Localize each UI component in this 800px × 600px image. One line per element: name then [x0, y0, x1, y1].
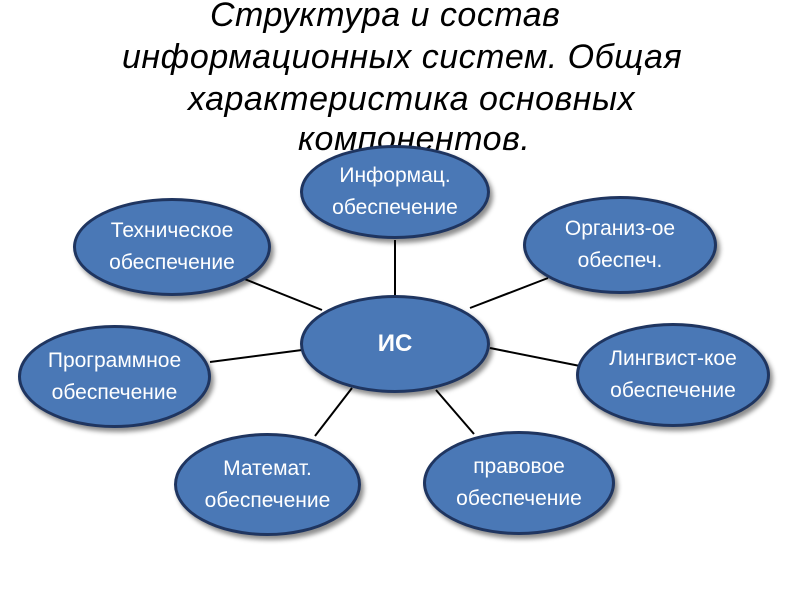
connector-tech: [241, 277, 323, 311]
node-legal-support: правовое обеспечение: [423, 431, 615, 535]
connector-prog: [209, 349, 303, 363]
node-label: обеспеч.: [577, 249, 663, 272]
node-label: Лингвист-кое: [609, 347, 737, 370]
node-label: Математ.: [223, 456, 312, 480]
node-label: обеспечение: [51, 380, 178, 404]
connector-law: [435, 389, 475, 435]
node-label: Техническое: [110, 219, 234, 242]
node-label: обеспечение: [109, 251, 235, 274]
node-label: обеспечение: [204, 488, 331, 512]
slide-title-line-1: Структура и состав: [210, 0, 561, 34]
node-software-support: Программное обеспечение: [18, 325, 211, 428]
node-information-support: Информац. обеспечение: [300, 145, 490, 239]
node-center-is: ИС: [300, 295, 490, 393]
node-technical-support: Техническое обеспечение: [73, 198, 271, 296]
node-label: обеспечение: [332, 196, 458, 219]
node-label: Организ-ое: [564, 217, 676, 240]
node-label: обеспечение: [456, 487, 582, 510]
node-linguistic-support: Лингвист-кое обеспечение: [576, 323, 770, 427]
slide-title-line-3: характеристика основных: [188, 80, 635, 118]
node-organizational-support: Организ-ое обеспеч.: [523, 196, 717, 294]
connector-org: [469, 277, 549, 309]
node-label: обеспечение: [610, 379, 736, 402]
node-label: ИС: [377, 330, 413, 357]
slide-title-line-2: информационных систем. Общая: [122, 38, 683, 76]
connector-math: [314, 387, 353, 437]
node-mathematical-support: Математ. обеспечение: [174, 433, 361, 536]
node-label: правовое: [473, 455, 565, 478]
node-label: Информац.: [339, 164, 451, 187]
node-label: Программное: [47, 348, 182, 372]
connector-ling: [489, 347, 581, 367]
